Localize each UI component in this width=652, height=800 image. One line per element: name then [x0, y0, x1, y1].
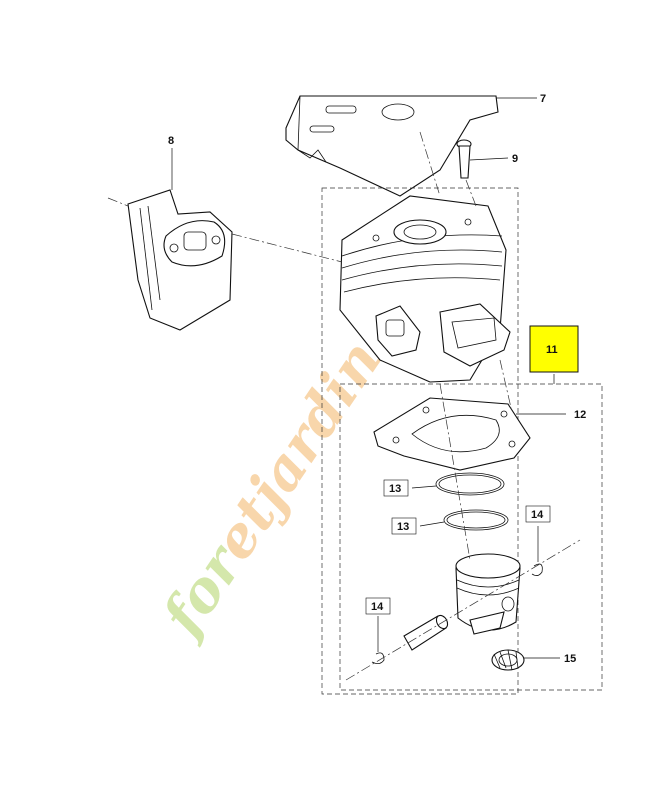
callout-14-left: 14 — [371, 601, 384, 613]
exhaust-gasket — [127, 189, 233, 331]
callout-13a-box — [383, 479, 409, 497]
needle-bearing — [491, 649, 525, 671]
callout-14b-box — [365, 597, 391, 615]
callout-11-highlight — [529, 325, 579, 373]
callout-15: 15 — [564, 653, 576, 665]
callout-13b-box — [391, 517, 417, 535]
piston-kit-outline — [339, 383, 603, 691]
circlip-right — [531, 563, 543, 576]
callout-13-lower: 13 — [397, 521, 409, 533]
watermark-part-2: etjardin — [201, 329, 395, 572]
circlip-left — [371, 652, 385, 664]
callout-11: 11 — [546, 344, 558, 356]
cylinder-screw — [456, 139, 472, 179]
callout-8: 8 — [168, 135, 174, 147]
heat-shield-plate — [285, 95, 499, 197]
callout-14-right: 14 — [531, 509, 544, 521]
callout-14a-box — [525, 505, 551, 523]
callout-12: 12 — [574, 409, 586, 421]
piston-ring-lower — [443, 509, 509, 531]
callout-9: 9 — [512, 153, 518, 165]
piston-ring-upper — [435, 472, 505, 496]
base-gasket — [373, 397, 531, 471]
piston — [455, 553, 521, 635]
callout-13-upper: 13 — [389, 483, 401, 495]
callout-7: 7 — [540, 93, 546, 105]
cylinder — [339, 195, 511, 383]
